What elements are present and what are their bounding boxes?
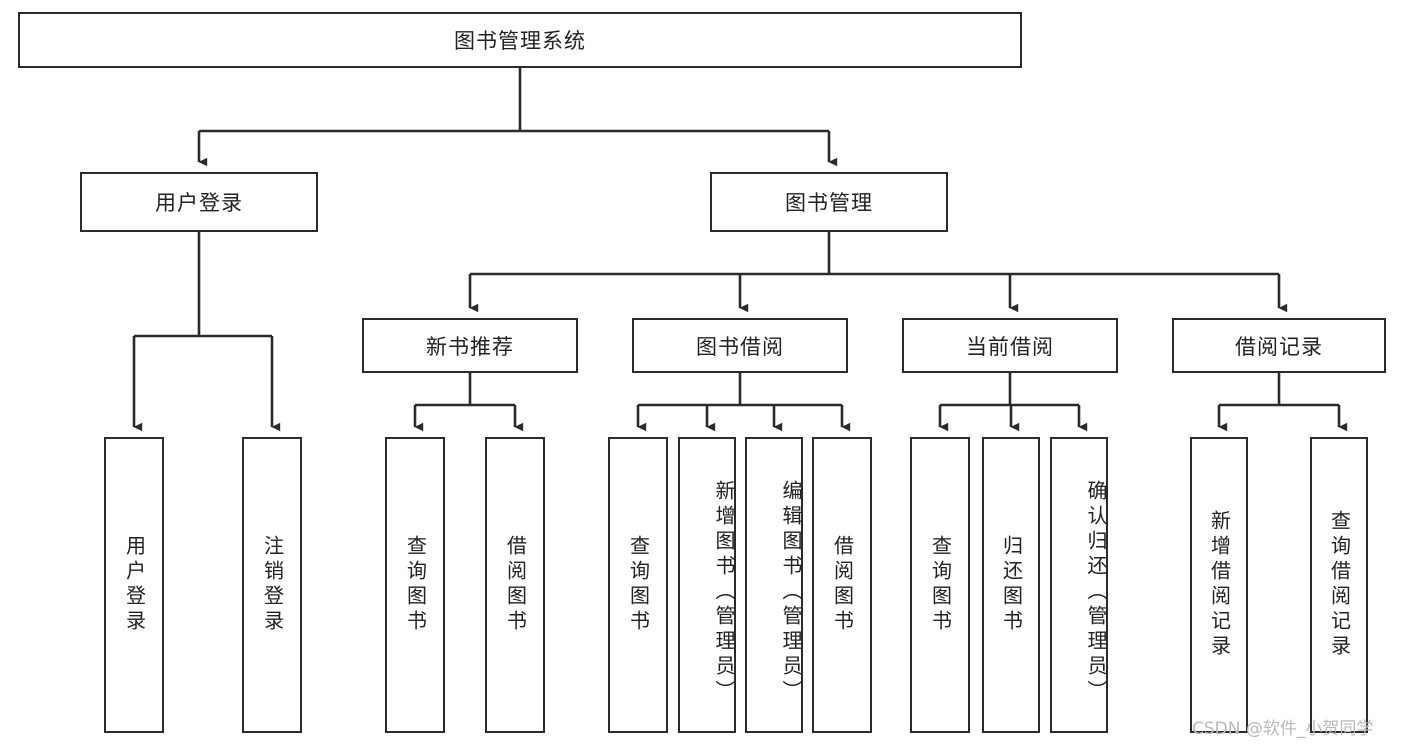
node-label: 当前借阅: [966, 334, 1054, 359]
node-label: 借阅记录: [1235, 334, 1323, 359]
node-label: 确认归还（管理员）: [1084, 479, 1108, 705]
node-leaf-query-book-3[interactable]: 查询图书: [910, 437, 970, 733]
node-leaf-query-book-1[interactable]: 查询图书: [385, 437, 445, 733]
node-label: 用户登录: [122, 535, 147, 635]
node-label: 查询图书: [928, 535, 953, 635]
node-label: 图书管理: [785, 191, 873, 215]
node-leaf-return-book[interactable]: 归还图书: [982, 437, 1040, 733]
node-label: 查询借阅记录: [1327, 510, 1352, 660]
node-leaf-edit-book[interactable]: 编辑图书（管理员）: [745, 437, 803, 733]
node-leaf-query-book-2[interactable]: 查询图书: [608, 437, 668, 733]
node-label: 用户登录: [155, 191, 243, 215]
node-label: 图书借阅: [696, 334, 784, 359]
node-label: 新增图书（管理员）: [712, 479, 736, 705]
node-label: 图书管理系统: [454, 29, 586, 53]
node-user-login[interactable]: 用户登录: [80, 172, 318, 232]
node-leaf-add-record[interactable]: 新增借阅记录: [1190, 437, 1248, 733]
node-book-manage[interactable]: 图书管理: [710, 172, 948, 232]
node-label: 编辑图书（管理员）: [779, 479, 803, 705]
node-label: 归还图书: [999, 535, 1024, 635]
node-leaf-confirm-return[interactable]: 确认归还（管理员）: [1050, 437, 1108, 733]
node-root[interactable]: 图书管理系统: [18, 12, 1022, 68]
node-leaf-add-book[interactable]: 新增图书（管理员）: [678, 437, 736, 733]
node-leaf-user-login[interactable]: 用户登录: [104, 437, 164, 733]
csdn-watermark: CSDN @软件_小贺同学: [1192, 719, 1374, 739]
node-label: 借阅图书: [503, 535, 528, 635]
node-label: 查询图书: [403, 535, 428, 635]
edges: [132, 68, 1348, 432]
node-label: 新增借阅记录: [1207, 510, 1232, 660]
node-label: 注销登录: [260, 535, 285, 635]
node-leaf-user-logout[interactable]: 注销登录: [242, 437, 302, 733]
node-leaf-borrow-book-1[interactable]: 借阅图书: [485, 437, 545, 733]
node-borrow-record[interactable]: 借阅记录: [1172, 318, 1386, 373]
node-current-borrow[interactable]: 当前借阅: [902, 318, 1118, 373]
node-label: 新书推荐: [426, 334, 514, 359]
node-leaf-query-record[interactable]: 查询借阅记录: [1310, 437, 1368, 733]
node-label: 借阅图书: [830, 535, 855, 635]
node-book-borrow[interactable]: 图书借阅: [632, 318, 848, 373]
node-new-book-rec[interactable]: 新书推荐: [362, 318, 578, 373]
node-leaf-borrow-book-2[interactable]: 借阅图书: [812, 437, 872, 733]
node-label: 查询图书: [626, 535, 651, 635]
